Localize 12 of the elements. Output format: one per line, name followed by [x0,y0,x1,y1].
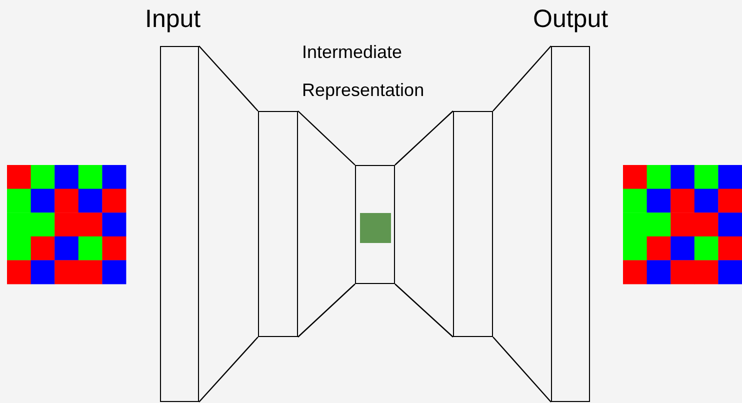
layer-box [551,46,590,402]
layer-connector [198,45,259,403]
stage-label: Input [145,4,202,34]
layer-connector [297,110,356,338]
layer-box [160,46,199,402]
layer-box [258,111,298,337]
stage-label: Intermediate Representation [302,41,426,102]
layer-box [453,111,493,337]
layer-box [355,165,395,284]
stage-label: Output [533,4,610,34]
layer-connector [492,45,552,403]
layer-connector [394,110,454,338]
